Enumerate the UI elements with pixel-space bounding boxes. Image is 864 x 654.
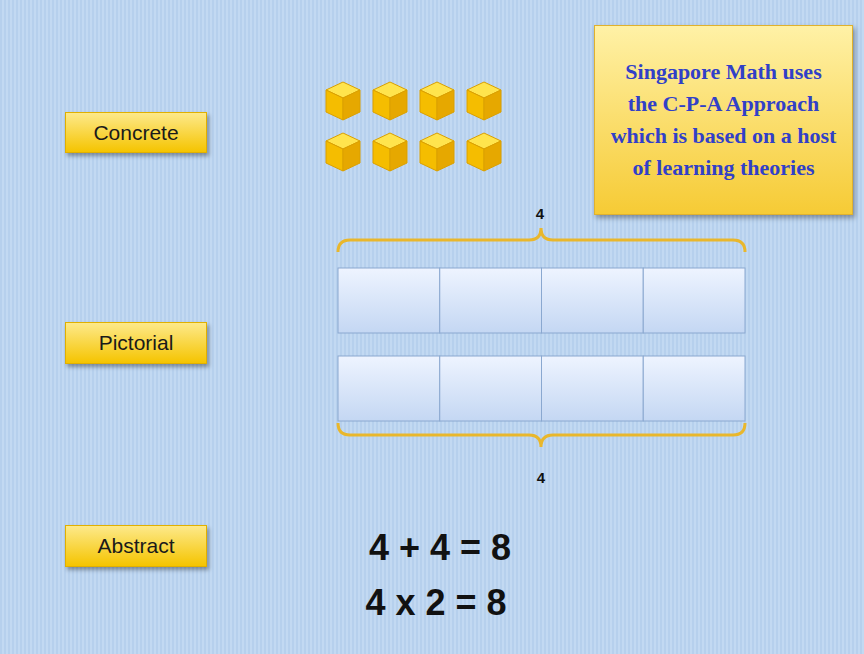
bar-cell [338,356,440,421]
bracket [338,228,745,252]
unit-cube [326,133,360,171]
unit-cube [467,82,501,120]
bracket [338,423,745,447]
unit-cube [420,133,454,171]
info-callout: Singapore Math uses the C-P-A Approach w… [594,25,853,215]
bar-cell [440,356,542,421]
unit-cube [420,82,454,120]
bracket-value: 4 [536,205,544,222]
bar-cell [542,268,644,333]
bar-cell [542,356,644,421]
stage-name: Concrete [93,121,178,145]
unit-cube [373,82,407,120]
unit-cube [373,133,407,171]
stage-label: Abstract [65,525,207,567]
bar-cell [643,268,745,333]
stage-label: Pictorial [65,322,207,364]
equation: 4 x 2 = 8 [365,582,506,624]
unit-cube [467,133,501,171]
bar-cell [440,268,542,333]
bracket-value: 4 [537,469,545,486]
stage-name: Abstract [97,534,174,558]
equation: 4 + 4 = 8 [369,527,511,569]
stage-label: Concrete [65,112,207,153]
callout-text: Singapore Math uses the C-P-A Approach w… [609,56,838,184]
bar-cell [338,268,440,333]
bar-cell [643,356,745,421]
unit-cube [326,82,360,120]
stage-name: Pictorial [99,331,174,355]
